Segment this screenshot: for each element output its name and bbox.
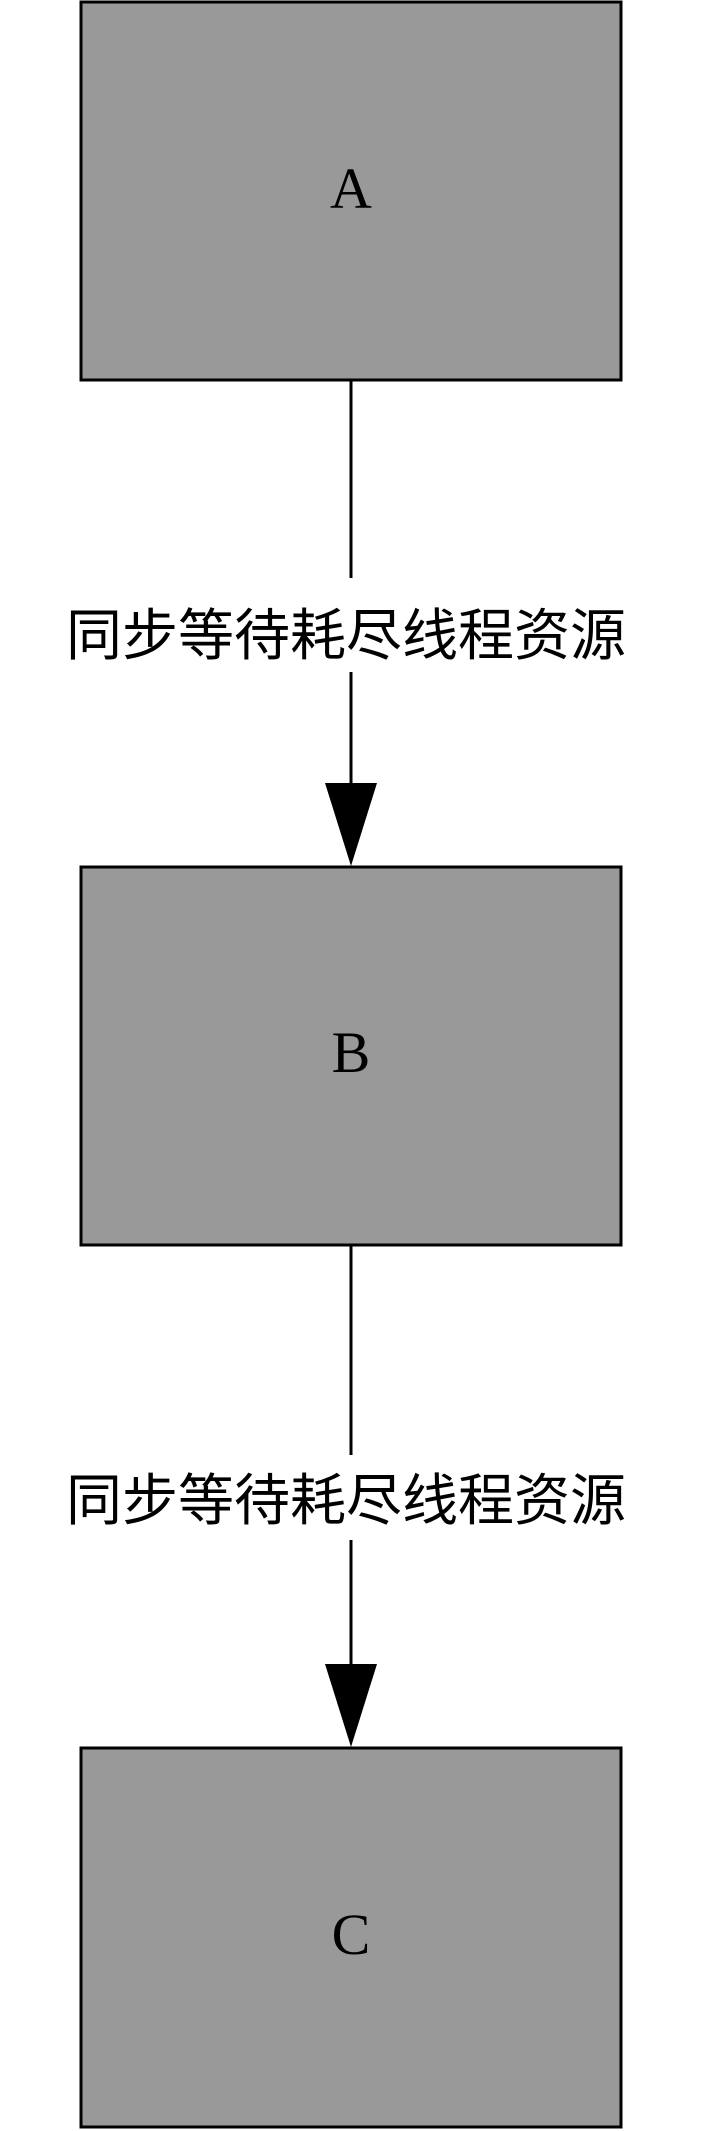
node-c-label: C (332, 1902, 371, 1967)
edge-a-b-label: 同步等待耗尽线程资源 (66, 604, 626, 669)
node-b-box (79, 865, 623, 1247)
node-a-label: A (330, 156, 372, 221)
edge-a-b-arrowhead (325, 783, 377, 866)
node-a-box (79, 0, 623, 382)
edge-b-c-label: 同步等待耗尽线程资源 (66, 1469, 626, 1534)
edge-a-b: 同步等待耗尽线程资源 (66, 380, 626, 866)
edge-b-c: 同步等待耗尽线程资源 (66, 1245, 626, 1747)
node-c-box (79, 1746, 623, 2129)
node-a: A (79, 0, 623, 382)
node-b: B (79, 865, 623, 1247)
node-b-label: B (332, 1020, 371, 1085)
edge-b-c-arrowhead (325, 1664, 377, 1747)
node-c: C (79, 1746, 623, 2129)
